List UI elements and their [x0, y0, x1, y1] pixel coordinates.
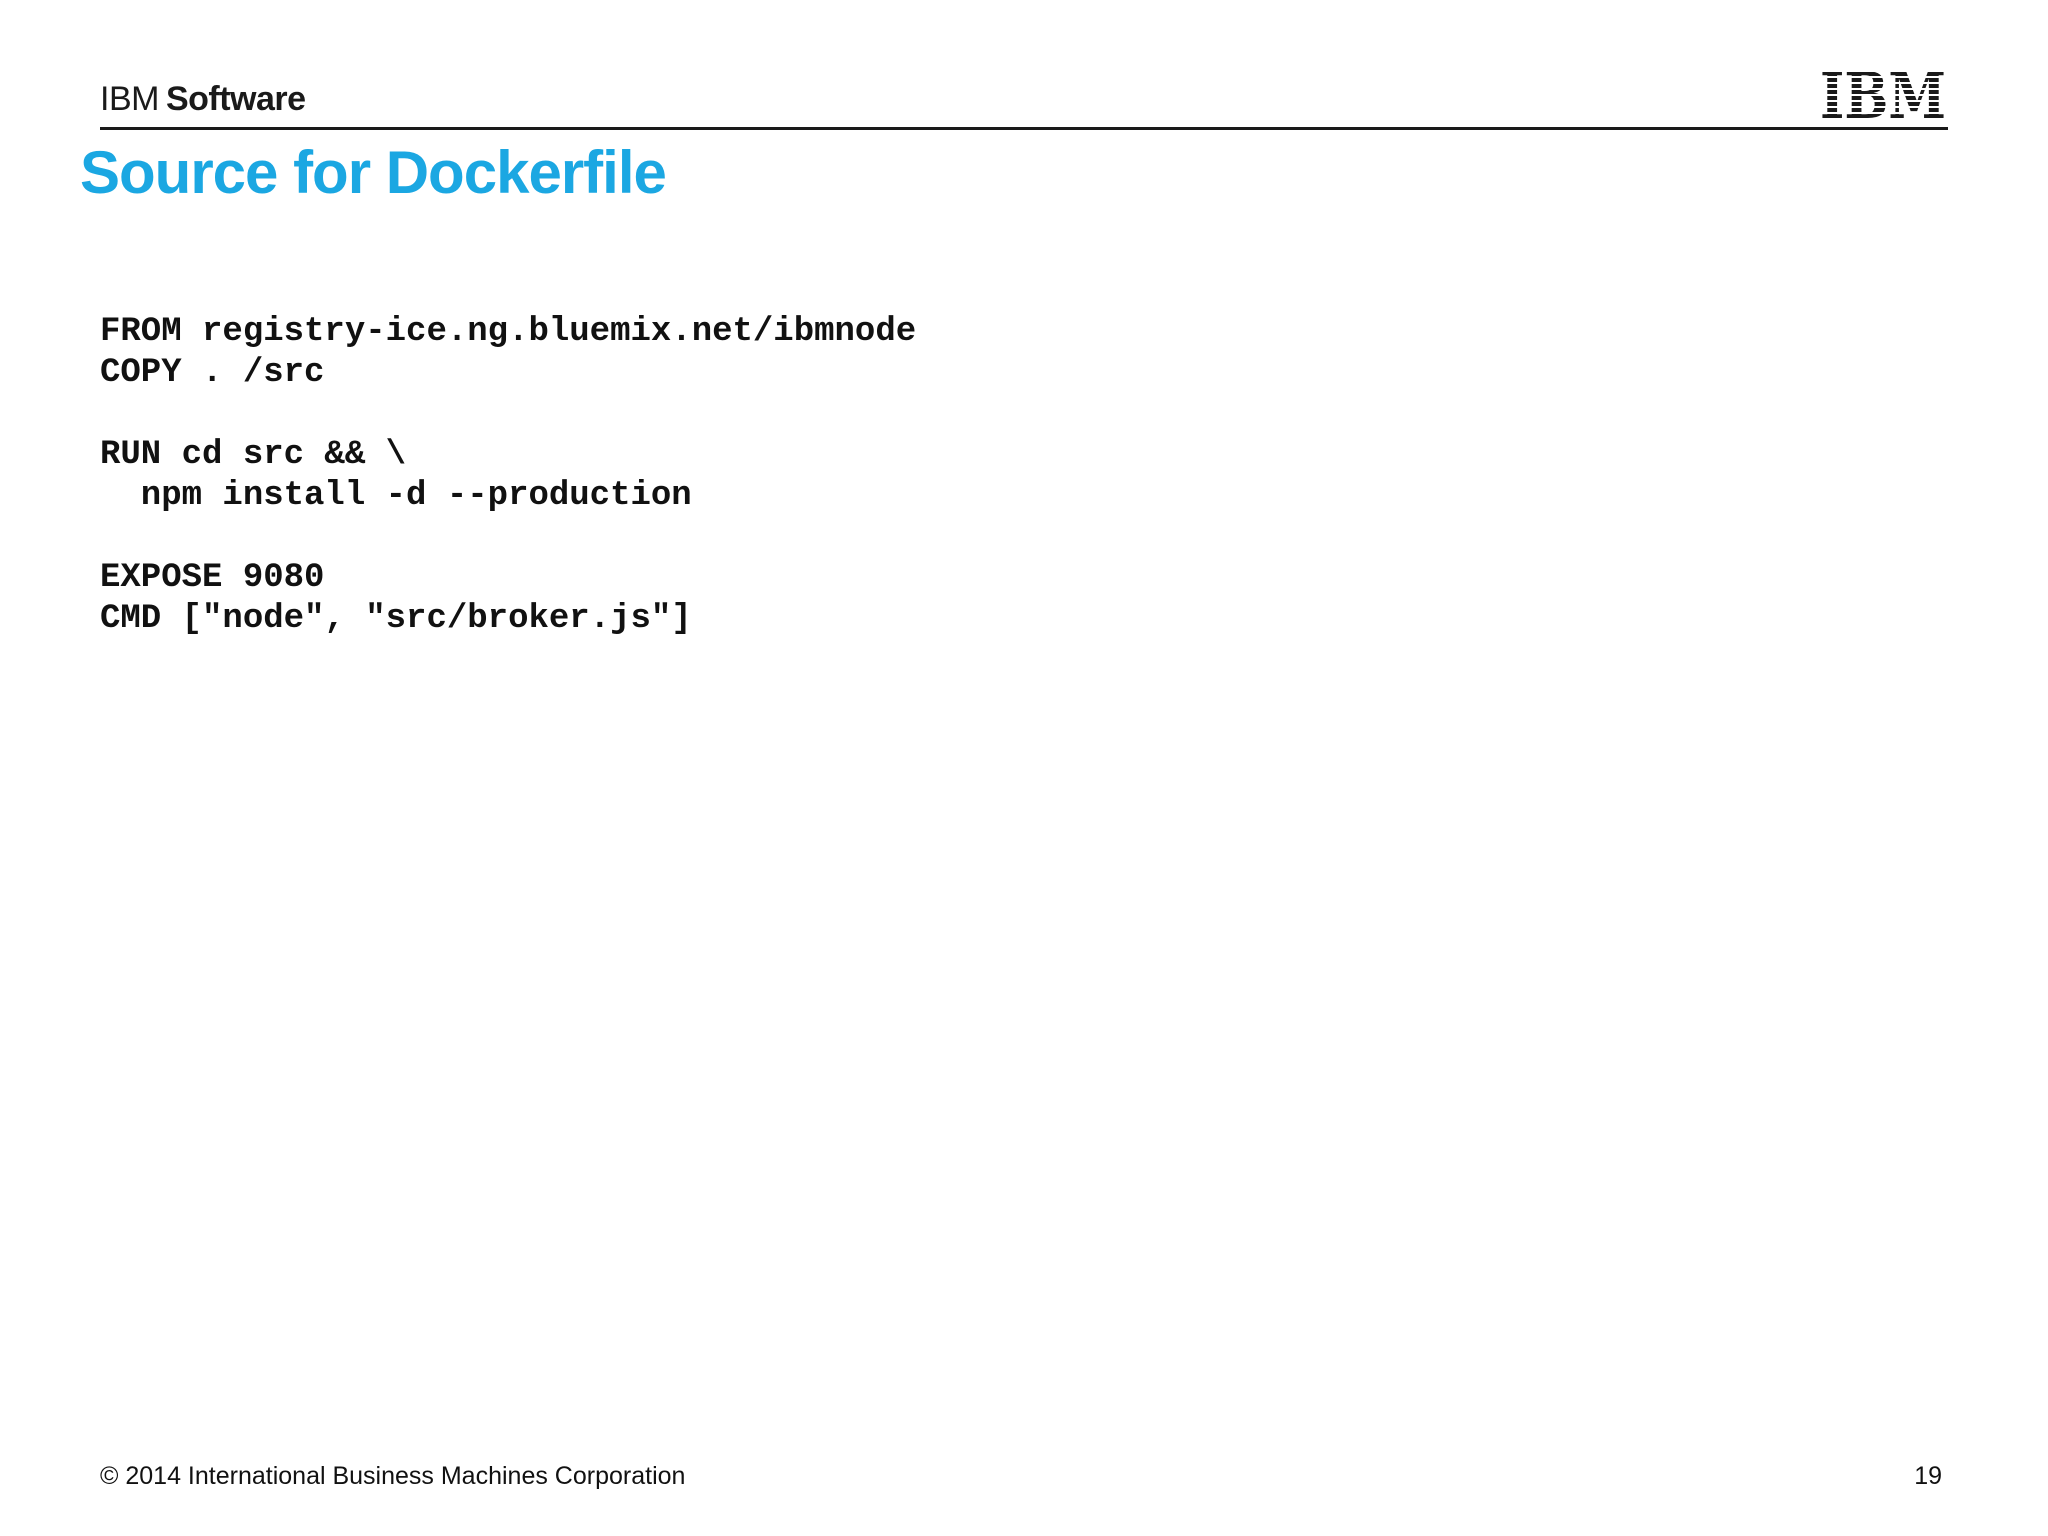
ibm-logo-text: IBM	[1820, 64, 1946, 122]
slide-title: Source for Dockerfile	[80, 139, 667, 206]
header-divider	[100, 127, 1948, 130]
brand-product-text: Software	[165, 80, 306, 118]
dockerfile-source-code: FROM registry-ice.ng.bluemix.net/ibmnode…	[100, 313, 917, 638]
page-number: 19	[1914, 1462, 1942, 1490]
copyright-text: © 2014 International Business Machines C…	[100, 1462, 686, 1490]
brand-ibm-text: IBM	[100, 80, 159, 118]
ibm-logo-icon: IBM	[1820, 64, 1946, 122]
